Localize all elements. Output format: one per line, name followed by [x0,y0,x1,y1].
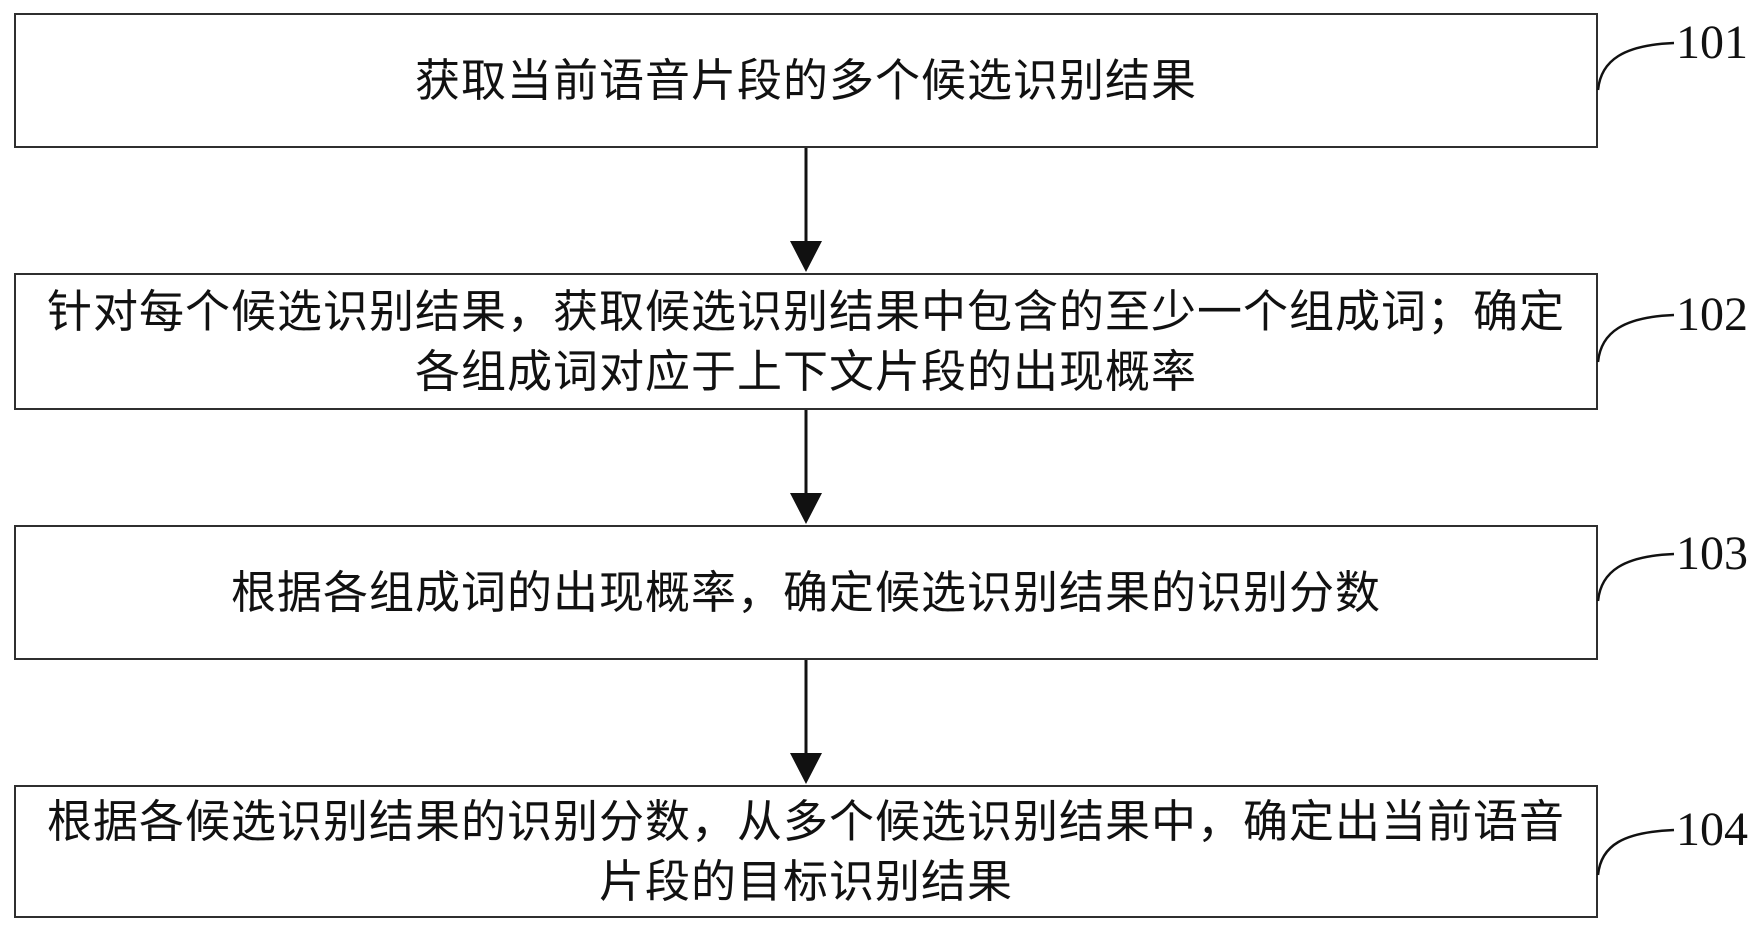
flow-step-101-box: 获取当前语音片段的多个候选识别结果 [14,13,1598,148]
ref-label-104: 104 [1676,803,1748,856]
flow-step-101-text: 获取当前语音片段的多个候选识别结果 [414,55,1197,106]
flow-step-102-text: 针对每个候选识别结果，获取候选识别结果中包含的至少一个组成词；确定各组成词对应于… [46,286,1565,397]
flow-step-103-text: 根据各组成词的出现概率，确定候选识别结果的识别分数 [230,567,1381,618]
ref-connector-102 [1596,313,1675,363]
down-arrow-icon-1 [790,148,822,272]
ref-label-103: 103 [1676,527,1748,580]
flow-step-103-box: 根据各组成词的出现概率，确定候选识别结果的识别分数 [14,525,1598,660]
flow-step-104-text: 根据各候选识别结果的识别分数，从多个候选识别结果中，确定出当前语音片段的目标识别… [46,796,1565,907]
down-arrow-icon-2 [790,410,822,524]
down-arrow-icon-3 [790,660,822,784]
ref-connector-103 [1596,552,1675,602]
flow-step-102-box: 针对每个候选识别结果，获取候选识别结果中包含的至少一个组成词；确定各组成词对应于… [14,273,1598,410]
ref-connector-101 [1596,41,1675,91]
ref-connector-104 [1596,828,1675,876]
ref-label-101: 101 [1676,16,1748,69]
ref-label-102: 102 [1676,288,1748,341]
flow-step-104-box: 根据各候选识别结果的识别分数，从多个候选识别结果中，确定出当前语音片段的目标识别… [14,785,1598,918]
